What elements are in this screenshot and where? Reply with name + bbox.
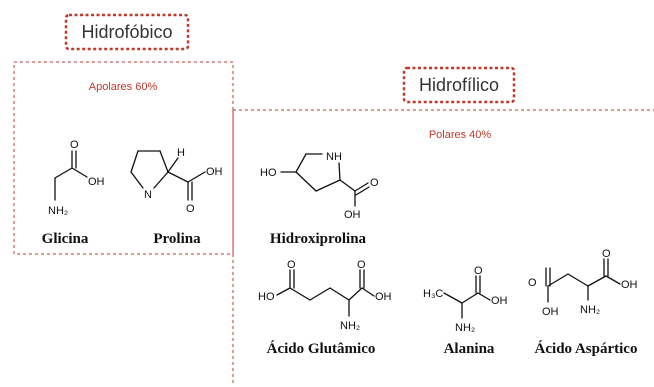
proline-name: Prolina — [153, 231, 201, 247]
glutamic-carbonyl-o: O — [357, 259, 366, 271]
alanine-carbonyl-o: O — [474, 265, 483, 277]
proline-ring-n: N — [144, 189, 152, 201]
hydroxyproline-carbonyl-o: O — [370, 177, 379, 189]
glycine-carbonyl-o: O — [70, 139, 79, 151]
aspartic-side-oh: OH — [542, 306, 559, 318]
alanine-amine: NH₂ — [455, 322, 475, 334]
glycine-name: Glicina — [42, 231, 89, 247]
polar-group-label: Polares 40% — [429, 129, 492, 141]
aspartic-acid-name: Ácido Aspártico — [535, 340, 638, 357]
alanine-hydroxyl: OH — [491, 295, 508, 307]
hydroxyproline-name: Hidroxiprolina — [270, 231, 367, 247]
hydroxyproline-nh: NH — [326, 151, 342, 163]
hydrophilic-tag-box — [402, 66, 516, 104]
glutamic-acid-name: Ácido Glutâmico — [267, 340, 376, 357]
aspartic-amine: NH₂ — [580, 304, 600, 316]
glutamic-amine: NH₂ — [340, 320, 360, 332]
proline-alpha-h: H — [177, 147, 185, 159]
hydroxyproline-structure: HO NH O OH — [260, 151, 379, 221]
aspartic-hydroxyl: OH — [621, 279, 638, 291]
hydroxyproline-ho: HO — [260, 167, 277, 179]
alanine-structure: H₃C O OH NH₂ — [423, 265, 508, 334]
apolar-group-label: Apolares 60% — [89, 81, 158, 93]
aspartic-carbonyl-o: O — [602, 248, 611, 260]
glutamic-hydroxyl: OH — [375, 291, 392, 303]
alanine-methyl: H₃C — [423, 288, 443, 300]
glycine-hydroxyl: OH — [88, 176, 105, 188]
aspartic-acid-structure: O OH O OH NH₂ — [528, 248, 638, 318]
glycine-structure: O OH NH₂ — [48, 139, 105, 217]
glutamic-acid-structure: O HO O OH NH₂ — [258, 259, 392, 332]
hydrophilic-region-border — [232, 109, 654, 384]
hydrophobic-tag: Hidrofóbico — [81, 22, 172, 42]
aspartic-side-o: O — [528, 277, 537, 289]
hydroxyproline-hydroxyl: OH — [344, 209, 361, 221]
hydrophilic-tag: Hidrofílico — [419, 75, 499, 95]
proline-hydroxyl: OH — [206, 166, 223, 178]
glutamic-side-o: O — [287, 259, 296, 271]
proline-structure: N H OH O — [130, 147, 223, 215]
proline-carbonyl-o: O — [186, 203, 195, 215]
glutamic-side-ho: HO — [258, 291, 275, 303]
alanine-name: Alanina — [444, 341, 495, 357]
hydrophobic-tag-box — [64, 13, 190, 51]
glycine-amine: NH₂ — [48, 205, 68, 217]
